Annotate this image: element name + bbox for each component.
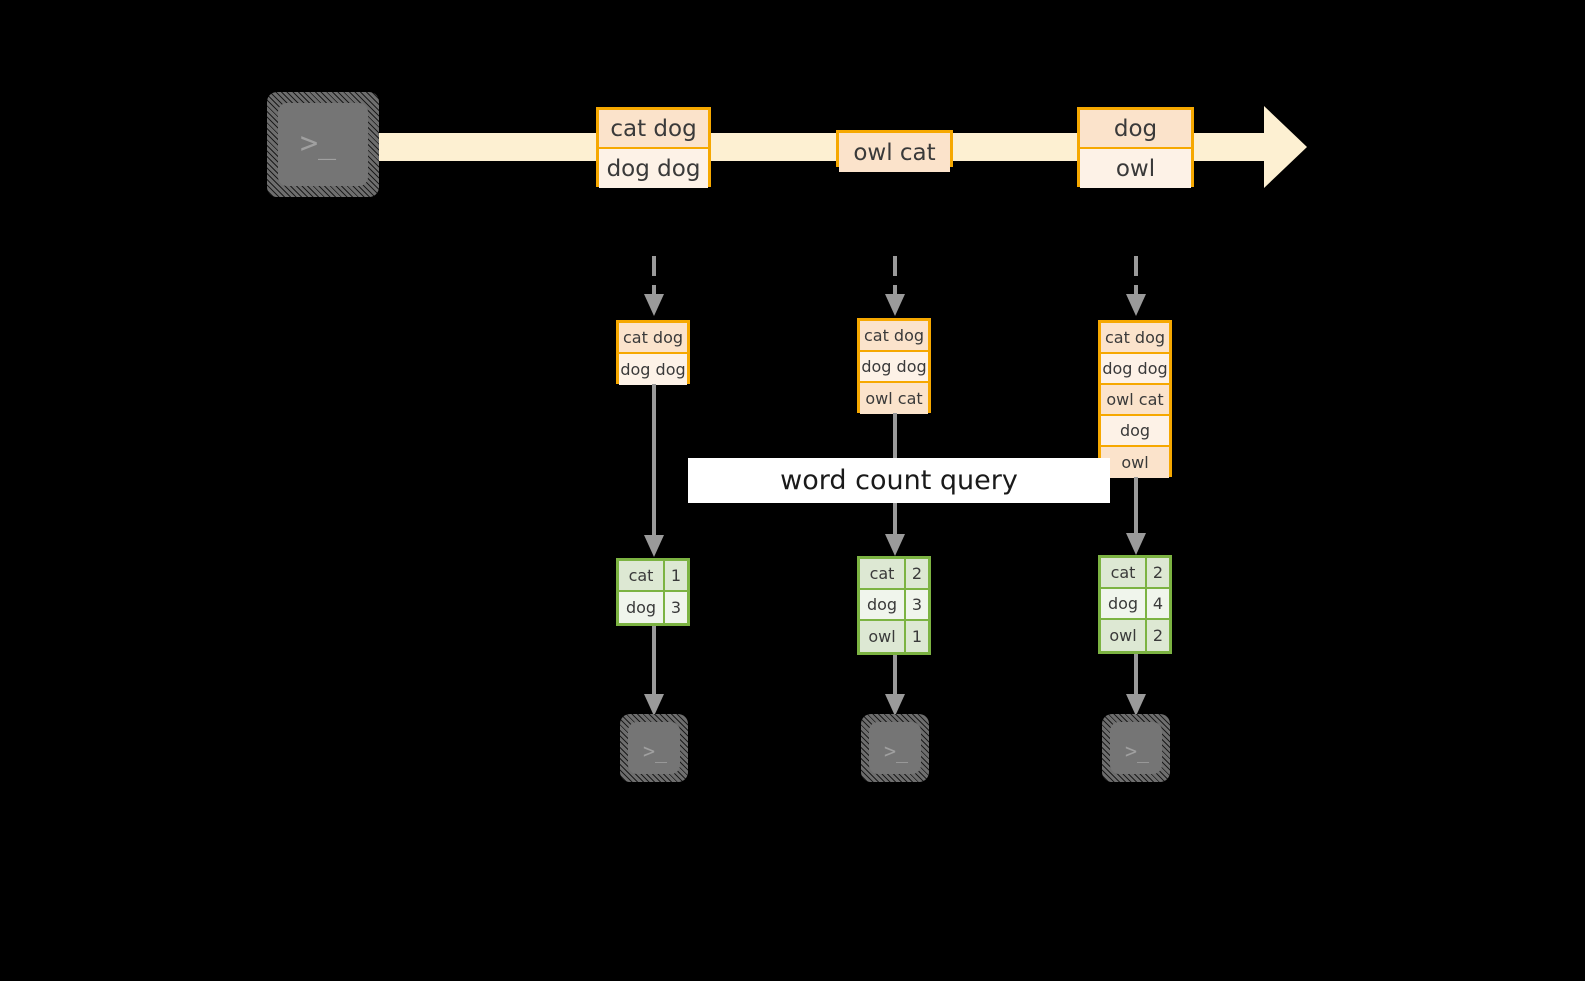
terminal-body: >_	[278, 103, 368, 186]
result-word: owl	[860, 621, 906, 652]
terminal-body: >_	[869, 722, 921, 774]
result-to-sink-connector-1	[636, 626, 672, 718]
sink-terminal-icon-3: >_	[1102, 714, 1170, 782]
result-count: 3	[911, 595, 923, 614]
stream-record-line: owl cat	[839, 133, 950, 172]
state-snapshot-2: cat dog dog dog owl cat	[857, 318, 931, 414]
stream-record-line: cat dog	[599, 110, 708, 149]
result-word: dog	[1101, 589, 1147, 618]
source-terminal-icon: >_	[267, 92, 379, 197]
result-count: 4	[1152, 594, 1164, 613]
table-row: cat 2	[860, 559, 928, 590]
result-count: 3	[670, 598, 682, 617]
result-to-sink-connector-2	[877, 655, 913, 718]
state-snapshot-1: cat dog dog dog	[616, 320, 690, 385]
result-table-3: cat 2 dog 4 owl 2	[1098, 555, 1172, 654]
terminal-prompt-glyph: >_	[884, 739, 909, 763]
state-line: dog dog	[1101, 354, 1169, 385]
result-word: cat	[1101, 558, 1147, 587]
state-line: owl	[1101, 447, 1169, 478]
sink-terminal-icon-2: >_	[861, 714, 929, 782]
result-count: 1	[911, 627, 923, 646]
result-word: cat	[619, 561, 665, 590]
word-count-query-label: word count query	[688, 458, 1110, 503]
terminal-prompt-glyph: >_	[1125, 739, 1150, 763]
result-count: 1	[670, 566, 682, 585]
state-line: cat dog	[860, 321, 928, 352]
table-row: owl 2	[1101, 620, 1169, 651]
stream-record-batch-1: cat dog dog dog	[596, 107, 711, 188]
result-table-1: cat 1 dog 3	[616, 558, 690, 626]
result-count: 2	[1152, 626, 1164, 645]
state-line: dog	[1101, 416, 1169, 447]
table-row: dog 3	[860, 590, 928, 621]
result-word: dog	[860, 590, 906, 619]
terminal-prompt-glyph: >_	[300, 126, 337, 161]
state-line: cat dog	[1101, 323, 1169, 354]
state-snapshot-3: cat dog dog dog owl cat dog owl	[1098, 320, 1172, 478]
terminal-prompt-glyph: >_	[643, 739, 668, 763]
stream-record-line: owl	[1080, 149, 1191, 188]
state-line: cat dog	[619, 323, 687, 354]
stream-to-state-connector-2	[877, 256, 913, 318]
result-table-2: cat 2 dog 3 owl 1	[857, 556, 931, 655]
state-to-result-connector-3	[1118, 477, 1154, 557]
stream-to-state-connector-3	[1118, 256, 1154, 318]
sink-terminal-icon-1: >_	[620, 714, 688, 782]
terminal-body: >_	[628, 722, 680, 774]
state-line: dog dog	[860, 352, 928, 383]
result-count: 2	[1152, 563, 1164, 582]
result-word: dog	[619, 592, 665, 623]
result-count: 2	[911, 564, 923, 583]
stream-record-batch-2: owl cat	[836, 130, 953, 172]
state-to-result-connector-1	[636, 384, 672, 559]
table-row: dog 3	[619, 592, 687, 623]
state-line: owl cat	[1101, 385, 1169, 416]
stream-record-batch-3: dog owl	[1077, 107, 1194, 188]
result-to-sink-connector-3	[1118, 654, 1154, 718]
table-row: owl 1	[860, 621, 928, 652]
terminal-body: >_	[1110, 722, 1162, 774]
stream-record-line: dog dog	[599, 149, 708, 188]
table-row: cat 2	[1101, 558, 1169, 589]
result-word: cat	[860, 559, 906, 588]
stream-record-line: dog	[1080, 110, 1191, 149]
state-line: dog dog	[619, 354, 687, 385]
table-row: dog 4	[1101, 589, 1169, 620]
stream-to-state-connector-1	[636, 256, 672, 318]
result-word: owl	[1101, 620, 1147, 651]
state-line: owl cat	[860, 383, 928, 414]
table-row: cat 1	[619, 561, 687, 592]
